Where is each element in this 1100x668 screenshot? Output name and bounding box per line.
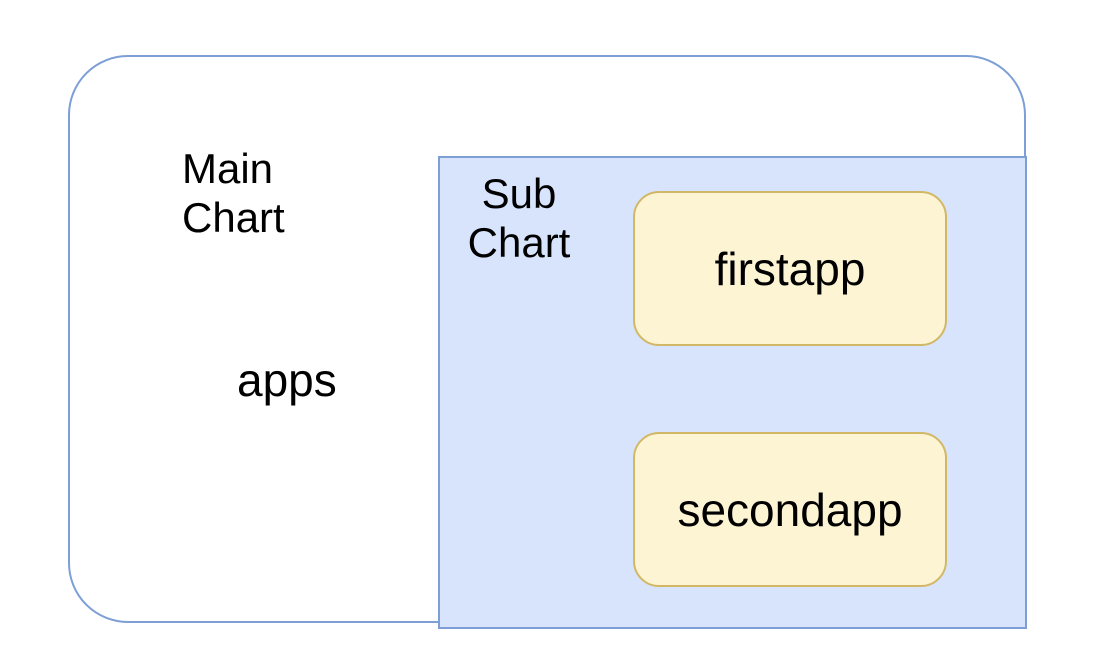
main-chart-container: Main Chart apps Sub Chart firstapp secon… [68,55,1027,629]
apps-label: apps [237,354,337,406]
secondapp-node: secondapp [633,432,947,587]
firstapp-label: firstapp [714,242,866,295]
firstapp-node: firstapp [633,191,947,346]
sub-chart-label: Sub Chart [467,170,571,266]
main-chart-label: Main Chart [182,145,285,241]
secondapp-label: secondapp [677,483,903,536]
sub-chart-container: Sub Chart firstapp secondapp [438,156,1027,629]
